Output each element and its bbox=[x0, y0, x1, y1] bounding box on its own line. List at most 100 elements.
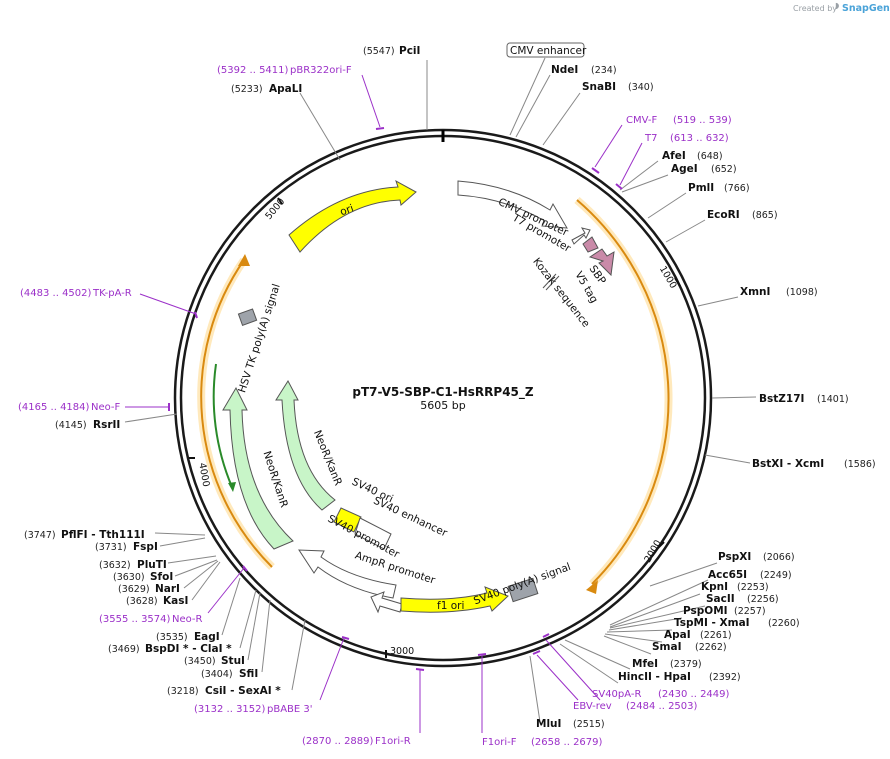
site-name-RsrII[interactable]: RsrII bbox=[93, 419, 120, 431]
site-pos-SmaI: (2262) bbox=[695, 642, 727, 653]
site-name-PciI[interactable]: PciI bbox=[399, 45, 420, 57]
site-name-MfeI[interactable]: MfeI bbox=[632, 658, 658, 670]
sv40-enhancer-feature[interactable] bbox=[354, 517, 392, 550]
site-name-KpnI[interactable]: KpnI bbox=[701, 581, 728, 593]
leader-PflFI bbox=[154, 532, 206, 536]
site-leaders bbox=[124, 60, 757, 723]
mark-CMV-F bbox=[591, 167, 600, 174]
primer-name-Neo-F[interactable]: Neo-F bbox=[91, 402, 121, 413]
sbp-feature[interactable] bbox=[582, 236, 599, 253]
sv40-polya-feature[interactable] bbox=[507, 577, 539, 603]
site-name-BstXI-XcmI[interactable]: BstXI - XcmI bbox=[752, 458, 824, 470]
site-name-StuI[interactable]: StuI bbox=[221, 655, 245, 667]
orf-arrowhead bbox=[586, 580, 598, 594]
site-name-AgeI[interactable]: AgeI bbox=[671, 163, 698, 175]
t7-feature[interactable] bbox=[571, 227, 591, 245]
site-pos-MluI: (2515) bbox=[573, 719, 605, 730]
site-name-ApaI[interactable]: ApaI bbox=[664, 629, 691, 641]
neor-inner-feature[interactable] bbox=[275, 380, 336, 511]
leader-ApaLI bbox=[299, 92, 341, 161]
site-pos-PspOMI: (2257) bbox=[734, 606, 766, 617]
leader-AgeI bbox=[621, 174, 669, 193]
sv40-ori-feature[interactable] bbox=[333, 507, 362, 533]
ori-feature[interactable] bbox=[288, 179, 417, 253]
site-pos-BstXI-XcmI: (1586) bbox=[844, 459, 876, 470]
site-name-SmaI[interactable]: SmaI bbox=[652, 641, 682, 653]
site-name-SfoI[interactable]: SfoI bbox=[150, 571, 173, 583]
primer-name-T7[interactable]: T7 bbox=[644, 133, 657, 144]
site-name-EagI[interactable]: EagI bbox=[194, 631, 220, 643]
leader-SmaI bbox=[603, 635, 652, 655]
site-name-SacII[interactable]: SacII bbox=[706, 593, 735, 605]
tick-mark-1000 bbox=[674, 277, 681, 287]
site-name-ApaLI[interactable]: ApaLI bbox=[269, 83, 302, 95]
site-name-KasI[interactable]: KasI bbox=[163, 595, 188, 607]
site-name-HincII-HpaI[interactable]: HincII - HpaI bbox=[618, 671, 691, 683]
site-name-PspOMI[interactable]: PspOMI bbox=[683, 605, 728, 617]
tick-4000: 4000 bbox=[196, 462, 211, 488]
site-name-Acc65I[interactable]: Acc65I bbox=[708, 569, 747, 581]
site-pos-NarI: (3629) bbox=[118, 584, 150, 595]
leader-HincII bbox=[559, 643, 619, 684]
tick-5000: 5000 bbox=[263, 196, 287, 222]
site-name-PmlI[interactable]: PmlI bbox=[688, 182, 714, 194]
primer-name-SV40pA-R[interactable]: SV40pA-R bbox=[592, 689, 641, 700]
cmv-enhancer-label[interactable]: CMV enhancer bbox=[510, 45, 587, 57]
tick-mark-5000 bbox=[277, 197, 283, 205]
f1-ori-label: f1 ori bbox=[437, 600, 464, 612]
site-name-PspXI[interactable]: PspXI bbox=[718, 551, 751, 563]
cmv-promoter-feature[interactable] bbox=[457, 180, 568, 229]
site-name-CsiI-SexAI[interactable]: CsiI - SexAI * bbox=[205, 685, 281, 697]
site-name-BspDI-ClaI[interactable]: BspDI * - ClaI * bbox=[145, 643, 232, 655]
site-name-AfeI[interactable]: AfeI bbox=[662, 150, 686, 162]
leader-PluTI bbox=[167, 555, 217, 564]
primer-name-Neo-R[interactable]: Neo-R bbox=[172, 614, 203, 625]
sv40-promoter-feature[interactable] bbox=[298, 549, 397, 599]
site-name-FspI[interactable]: FspI bbox=[133, 541, 158, 553]
primer-name-CMV-F[interactable]: CMV-F bbox=[626, 115, 657, 126]
watermark-brand: SnapGene bbox=[842, 3, 890, 14]
site-name-MluI[interactable]: MluI bbox=[536, 718, 561, 730]
leader-EBV-rev bbox=[536, 654, 579, 701]
mark-F1ori-R bbox=[415, 668, 425, 671]
primer-name-EBV-rev[interactable]: EBV-rev bbox=[573, 701, 612, 712]
site-name-PluTI[interactable]: PluTI bbox=[137, 559, 167, 571]
leader-FspI bbox=[159, 537, 206, 547]
site-name-NdeI[interactable]: NdeI bbox=[551, 64, 578, 76]
f1-ori-feature[interactable] bbox=[400, 586, 509, 613]
site-pos-EcoRI: (865) bbox=[752, 210, 778, 221]
site-name-SfiI[interactable]: SfiI bbox=[239, 668, 258, 680]
site-name-NarI[interactable]: NarI bbox=[155, 583, 180, 595]
ampr-promoter-feature[interactable] bbox=[370, 591, 403, 614]
site-pos-TspMI-XmaI: (2260) bbox=[768, 618, 800, 629]
primer-name-F1ori-R[interactable]: F1ori-R bbox=[375, 736, 411, 747]
mark-SV40pA-R bbox=[542, 633, 550, 638]
primer-name-TK-pA-R[interactable]: TK-pA-R bbox=[92, 288, 132, 299]
primer-name-F1ori-F[interactable]: F1ori-F bbox=[482, 737, 517, 748]
site-name-BstZ17I[interactable]: BstZ17I bbox=[759, 393, 804, 405]
leader-NarI bbox=[183, 560, 219, 589]
mark-Neo-R bbox=[242, 565, 248, 572]
site-pos-BspDI-ClaI: (3469) bbox=[108, 644, 140, 655]
leader-PspOMI bbox=[608, 617, 683, 631]
kozak-mark bbox=[542, 273, 557, 289]
site-name-EcoRI[interactable]: EcoRI bbox=[707, 209, 740, 221]
site-pos-SacII: (2256) bbox=[747, 594, 779, 605]
site-pos-BstZ17I: (1401) bbox=[817, 394, 849, 405]
primer-name-pBR322ori-F[interactable]: pBR322ori-F bbox=[290, 65, 352, 76]
site-name-TspMI-XmaI[interactable]: TspMI - XmaI bbox=[674, 617, 750, 629]
site-name-XmnI[interactable]: XmnI bbox=[740, 286, 770, 298]
primer-name-pBABE3[interactable]: pBABE 3' bbox=[267, 704, 313, 715]
site-name-PflFI[interactable]: PflFI - Tth111I bbox=[61, 529, 145, 541]
leader-Neo-R bbox=[207, 567, 245, 614]
hsv-tk-polya-feature[interactable] bbox=[237, 308, 258, 327]
neor-outer-feature[interactable] bbox=[222, 386, 294, 550]
leader-T7 bbox=[619, 142, 643, 186]
site-name-SnaBI[interactable]: SnaBI bbox=[582, 81, 616, 93]
cmv-enhancer-box bbox=[506, 42, 585, 58]
v5-tag-feature[interactable] bbox=[588, 248, 615, 277]
plasmid-length: 5605 bp bbox=[420, 399, 465, 412]
leader-Acc65I bbox=[609, 579, 709, 626]
primer-range-T7: (613 .. 632) bbox=[670, 133, 729, 144]
